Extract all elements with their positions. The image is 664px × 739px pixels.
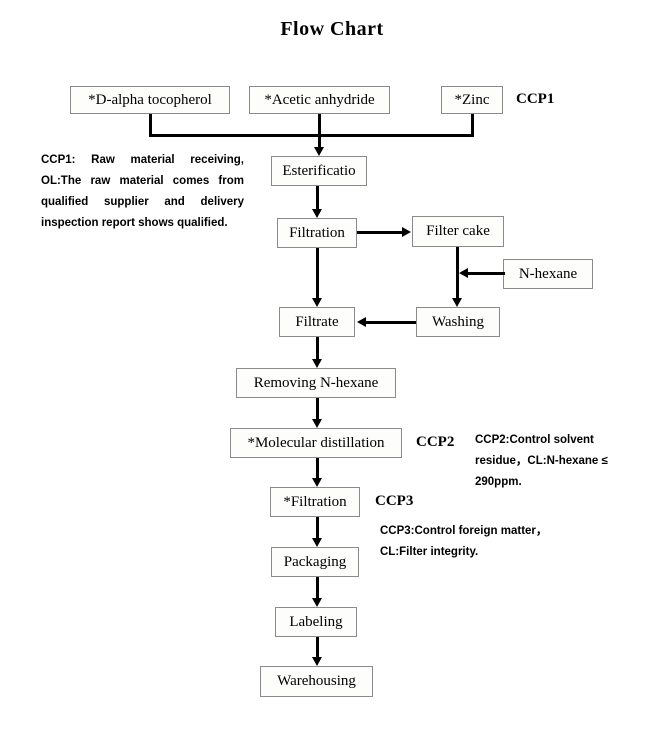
arrow-into-filtration (311, 209, 322, 218)
connector-filtration3-to-packaging (316, 517, 319, 539)
connector-zinc-stub (471, 114, 474, 137)
node-d-alpha-tocopherol: *D-alpha tocopherol (70, 86, 230, 114)
node-label: Labeling (289, 613, 343, 630)
node-label: Packaging (283, 553, 347, 570)
node-label: *D-alpha tocopherol (88, 91, 212, 108)
node-washing: Washing (416, 307, 500, 337)
connector-labeling-to-warehousing (316, 637, 319, 658)
arrow-into-esterification (313, 147, 324, 156)
node-acetic-anhydride: *Acetic anhydride (249, 86, 390, 114)
node-filtration: Filtration (277, 218, 357, 248)
ccp3-tag: CCP3 (375, 493, 414, 509)
node-esterification: Esterificatio (271, 156, 367, 186)
node-molecular-distillation: *Molecular distillation (230, 428, 402, 458)
connector-filtration-to-filter-cake (357, 231, 404, 234)
connector-esterification-to-filtration (316, 186, 319, 210)
connector-n-hexane-to-junction (468, 272, 505, 275)
connector-filter-cake-to-washing (456, 247, 459, 299)
arrow-into-labeling (311, 598, 322, 607)
node-label: *Filtration (283, 493, 347, 510)
node-label: Filtration (289, 224, 345, 241)
connector-merge-bar (149, 134, 474, 137)
node-removing-n-hexane: Removing N-hexane (236, 368, 396, 398)
node-label: N-hexane (518, 265, 578, 282)
ccp2-tag: CCP2 (416, 434, 455, 450)
node-filtration-ccp3: *Filtration (270, 487, 360, 517)
node-label: Filtrate (295, 313, 339, 330)
connector-tocopherol-stub (149, 114, 152, 137)
arrow-into-washing (451, 298, 462, 307)
node-filtrate: Filtrate (279, 307, 355, 337)
page-title: Flow Chart (280, 18, 384, 40)
node-packaging: Packaging (271, 547, 359, 577)
connector-filtrate-to-removing (316, 337, 319, 361)
arrow-into-molecular-distillation (311, 419, 322, 428)
node-label: *Acetic anhydride (264, 91, 375, 108)
arrow-into-filter-cake (402, 227, 411, 237)
node-label: Removing N-hexane (253, 374, 379, 391)
connector-removing-to-molecular (316, 398, 319, 420)
node-n-hexane: N-hexane (503, 259, 593, 289)
node-label: Esterificatio (282, 162, 356, 179)
arrow-into-removing-n-hexane (311, 359, 322, 368)
connector-packaging-to-labeling (316, 577, 319, 599)
node-labeling: Labeling (275, 607, 357, 637)
arrow-into-washing-junction (459, 268, 468, 278)
node-label: *Zinc (454, 91, 490, 108)
arrow-into-packaging (311, 538, 322, 547)
node-zinc: *Zinc (441, 86, 503, 114)
arrow-into-filtrate-left (357, 317, 366, 327)
ccp2-note: CCP2:Control solvent residue，CL:N-hexane… (475, 434, 608, 488)
connector-molecular-to-filtration3 (316, 458, 319, 480)
node-label: Warehousing (277, 673, 356, 689)
connector-washing-to-filtrate (366, 321, 416, 324)
ccp3-note: CCP3:Control foreign matter，CL:Filter in… (380, 525, 548, 558)
arrow-into-filtrate (311, 298, 322, 307)
ccp1-tag: CCP1 (516, 91, 555, 107)
node-filter-cake: Filter cake (412, 216, 504, 247)
connector-acetic-drop (318, 114, 321, 148)
node-label: *Molecular distillation (247, 434, 385, 451)
node-label: Washing (431, 313, 485, 330)
node-warehousing: Warehousing (260, 666, 373, 697)
ccp1-note: CCP1: Raw material receiving, OL:The raw… (41, 154, 244, 229)
connector-filtration-to-filtrate (316, 248, 319, 299)
arrow-into-warehousing (311, 657, 322, 666)
node-label: Filter cake (426, 223, 490, 239)
arrow-into-filtration-ccp3 (311, 478, 322, 487)
